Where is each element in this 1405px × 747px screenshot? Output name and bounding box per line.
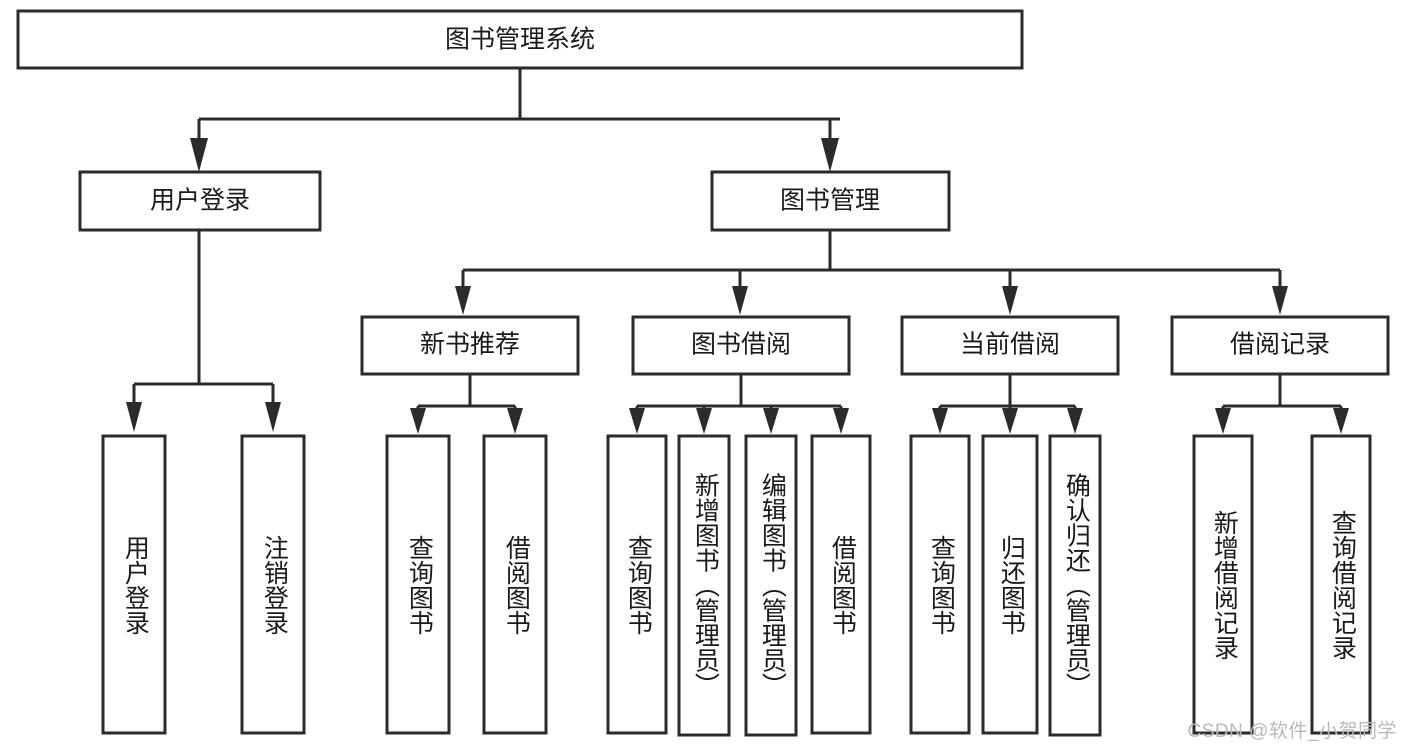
node-current-borrow-box[interactable] [900, 315, 1120, 376]
node-leaf-query-book-borrow-label: 查询图书 [624, 535, 653, 635]
node-leaf-borrow-book-recommend-label: 借阅图书 [502, 535, 531, 635]
node-leaf-edit-book-admin[interactable]: 编辑图书（管理员） [744, 434, 798, 737]
node-leaf-logout[interactable]: 注销登录 [240, 434, 306, 735]
connector-group-book-borrow [629, 374, 849, 434]
node-book-management-label: 图书管理 [780, 187, 880, 215]
node-leaf-borrow-book-recommend[interactable]: 借阅图书 [482, 434, 548, 735]
connector-group-book-management [455, 230, 1288, 315]
node-leaf-add-book-admin-label: 新增图书（管理员） [691, 473, 720, 698]
arrow-head-borrow-record [1272, 286, 1288, 315]
node-leaf-add-book-admin[interactable]: 新增图书（管理员） [677, 434, 731, 737]
arrow-head-leaf-return-book [1002, 408, 1018, 434]
node-leaf-query-book-borrow[interactable]: 查询图书 [606, 434, 668, 735]
node-new-book-recommend-box[interactable] [360, 315, 580, 376]
node-current-borrow[interactable]: 当前借阅 [900, 315, 1120, 376]
node-leaf-edit-book-admin-box[interactable] [744, 434, 798, 737]
connector-group-user-login [126, 230, 281, 432]
arrow-head-leaf-query-book-borrow [629, 408, 645, 434]
node-leaf-add-borrow-record[interactable]: 新增借阅记录 [1192, 434, 1254, 735]
arrow-head-book-borrow [732, 286, 748, 315]
arrow-head-user-login [190, 138, 208, 172]
arrow-head-leaf-confirm-return-admin [1067, 408, 1083, 434]
node-leaf-edit-book-admin-label: 编辑图书（管理员） [758, 473, 787, 698]
arrow-head-leaf-query-borrow-record [1333, 408, 1349, 434]
connector-group-borrow-record [1215, 374, 1349, 434]
node-leaf-query-book-current-label: 查询图书 [927, 535, 956, 635]
node-leaf-query-book-recommend-box[interactable] [385, 434, 451, 735]
node-leaf-logout-box[interactable] [240, 434, 306, 735]
node-user-login[interactable]: 用户登录 [78, 170, 322, 232]
node-leaf-confirm-return-admin-box[interactable] [1048, 434, 1102, 737]
node-new-book-recommend-label: 新书推荐 [420, 331, 520, 359]
arrow-head-leaf-query-book-recommend [410, 408, 426, 434]
arrow-head-leaf-user-login [126, 402, 142, 432]
arrow-head-new-book-recommend [455, 286, 471, 315]
node-leaf-query-book-recommend[interactable]: 查询图书 [385, 434, 451, 735]
node-user-login-box[interactable] [78, 170, 322, 232]
arrow-head-leaf-borrow-book-borrow [833, 408, 849, 434]
arrow-head-book-management [821, 138, 839, 172]
node-root-label: 图书管理系统 [445, 26, 595, 54]
arrow-head-leaf-add-book-admin [696, 408, 712, 434]
connector-group-current-borrow [932, 374, 1083, 434]
node-book-borrow-box[interactable] [631, 315, 851, 376]
node-leaf-confirm-return-admin[interactable]: 确认归还（管理员） [1048, 434, 1102, 737]
node-leaf-query-book-borrow-box[interactable] [606, 434, 668, 735]
node-book-borrow[interactable]: 图书借阅 [631, 315, 851, 376]
node-current-borrow-label: 当前借阅 [960, 331, 1060, 359]
node-borrow-record-label: 借阅记录 [1230, 331, 1330, 359]
node-leaf-query-borrow-record[interactable]: 查询借阅记录 [1310, 434, 1372, 735]
arrow-head-leaf-borrow-book-recommend [507, 408, 523, 434]
connector-group-new-book-recommend [410, 374, 523, 434]
node-new-book-recommend[interactable]: 新书推荐 [360, 315, 580, 376]
node-leaf-return-book[interactable]: 归还图书 [981, 434, 1039, 735]
node-leaf-query-book-current-box[interactable] [909, 434, 971, 735]
node-book-management-box[interactable] [710, 170, 951, 232]
node-leaf-borrow-book-borrow-label: 借阅图书 [828, 535, 857, 635]
node-leaf-borrow-book-recommend-box[interactable] [482, 434, 548, 735]
node-book-management[interactable]: 图书管理 [710, 170, 951, 232]
node-leaf-confirm-return-admin-label: 确认归还（管理员） [1062, 473, 1091, 698]
node-user-login-label: 用户登录 [150, 187, 250, 215]
node-leaf-query-borrow-record-label: 查询借阅记录 [1328, 510, 1357, 660]
node-leaf-add-borrow-record-box[interactable] [1192, 434, 1254, 735]
node-borrow-record-box[interactable] [1170, 315, 1390, 376]
node-leaf-user-login-box[interactable] [101, 434, 167, 735]
arrow-head-leaf-query-book-current [932, 408, 948, 434]
arrow-head-leaf-add-borrow-record [1215, 408, 1231, 434]
node-leaf-user-login-label: 用户登录 [121, 535, 150, 635]
node-leaf-query-book-recommend-label: 查询图书 [405, 535, 434, 635]
node-book-borrow-label: 图书借阅 [691, 331, 791, 359]
arrow-head-leaf-logout [265, 402, 281, 432]
arrow-head-leaf-edit-book-admin [763, 408, 779, 434]
node-leaf-borrow-book-borrow[interactable]: 借阅图书 [810, 434, 872, 735]
node-leaf-query-book-current[interactable]: 查询图书 [909, 434, 971, 735]
node-leaf-query-borrow-record-box[interactable] [1310, 434, 1372, 735]
node-leaf-return-book-label: 归还图书 [997, 535, 1026, 635]
node-root-box[interactable] [16, 9, 1024, 70]
node-leaf-logout-label: 注销登录 [260, 535, 289, 635]
node-leaf-user-login[interactable]: 用户登录 [101, 434, 167, 735]
node-leaf-borrow-book-borrow-box[interactable] [810, 434, 872, 735]
connector-group-root [190, 68, 840, 172]
node-borrow-record[interactable]: 借阅记录 [1170, 315, 1390, 376]
node-leaf-return-book-box[interactable] [981, 434, 1039, 735]
node-leaf-add-borrow-record-label: 新增借阅记录 [1210, 510, 1239, 660]
arrow-head-current-borrow [1002, 286, 1018, 315]
node-leaf-add-book-admin-box[interactable] [677, 434, 731, 737]
node-root[interactable]: 图书管理系统 [16, 9, 1024, 70]
